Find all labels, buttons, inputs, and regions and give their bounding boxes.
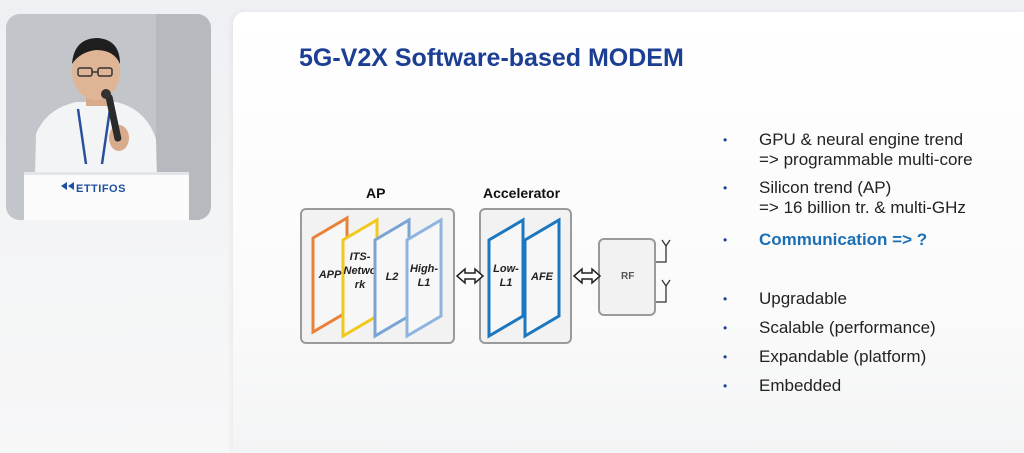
antenna-icon: [656, 239, 671, 303]
layer-low-l1: Low- L1: [487, 217, 525, 339]
layer-l2: L2: [373, 217, 411, 339]
presentation-slide: 5G-V2X Software-based MODEM AP Accelerat…: [233, 12, 1024, 453]
bullet-text: Scalable (performance): [759, 318, 936, 337]
bullet-marker: •: [723, 181, 728, 195]
accelerator-label: Accelerator: [483, 185, 561, 201]
bullet-marker: •: [723, 379, 728, 393]
layer-app-text: APP: [318, 269, 342, 281]
layer-high-l1-text-2: L1: [418, 277, 431, 289]
layer-its-network: ITS- Netwo rk: [341, 217, 379, 339]
layer-its-text-1: ITS-: [350, 251, 371, 263]
rf-label: RF: [621, 271, 635, 282]
layer-afe: AFE: [523, 217, 561, 339]
bullet-marker: •: [723, 321, 728, 335]
layer-l2-text: L2: [386, 271, 399, 283]
bullet-marker: •: [723, 133, 728, 147]
bullet-text: Embedded: [759, 376, 842, 395]
speaker-figure: [6, 14, 211, 220]
layer-app: APP: [311, 215, 349, 335]
speaker-video: ETTIFOS: [6, 14, 211, 220]
bullet-text: Expandable (platform): [759, 347, 927, 366]
slide-title: 5G-V2X Software-based MODEM: [299, 44, 684, 72]
layer-afe-text: AFE: [530, 271, 554, 283]
bullet-text: Silicon trend (AP) => 16 billion tr. & m…: [759, 178, 966, 217]
ap-label: AP: [366, 185, 386, 201]
bullet-marker: •: [723, 350, 728, 364]
layer-low-l1-text-2: L1: [500, 277, 513, 289]
layer-its-text-2: Netwo: [344, 265, 377, 277]
arrow-ap-accelerator: [455, 267, 485, 285]
podium-logo-text: ETTIFOS: [76, 183, 126, 195]
bullet-text: Upgradable: [759, 289, 847, 308]
bullet-text: GPU & neural engine trend => programmabl…: [759, 130, 973, 169]
arrow-accelerator-rf: [572, 267, 602, 285]
layer-its-text-3: rk: [355, 279, 366, 291]
bullet-marker: •: [723, 292, 728, 306]
layer-high-l1: High- L1: [405, 217, 443, 339]
bullet-text: Communication => ?: [759, 230, 928, 249]
bullet-marker: •: [723, 233, 728, 247]
layer-high-l1-text-1: High-: [410, 263, 438, 275]
modem-diagram: APP ITS- Netwo rk L2 High- L1 Low- L1 AF…: [311, 215, 671, 339]
layer-low-l1-text-1: Low-: [493, 263, 519, 275]
